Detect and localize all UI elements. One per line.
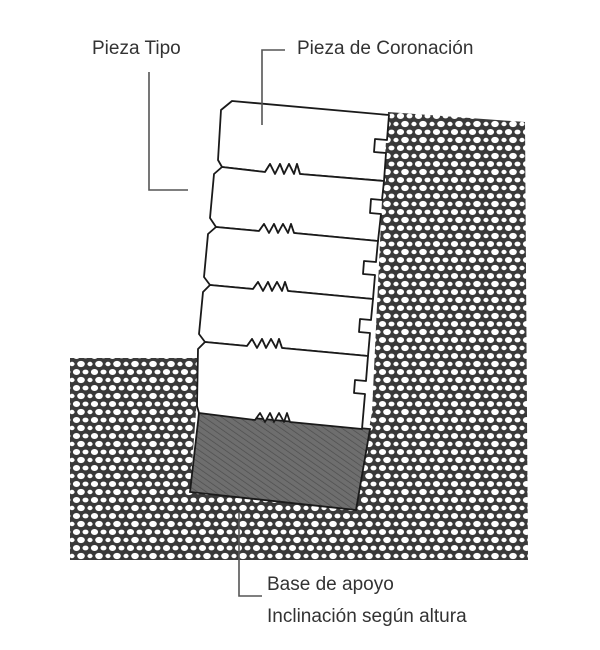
label-inclination: Inclinación según altura (267, 606, 467, 627)
typical-block-5 (196, 338, 369, 430)
wall-blocks (196, 100, 390, 430)
base-leader (238, 512, 262, 597)
label-crown-piece: Pieza de Coronación (297, 38, 473, 59)
label-typical-piece: Pieza Tipo (92, 38, 181, 59)
label-base: Base de apoyo (267, 574, 394, 595)
typical-piece-leader (148, 72, 188, 191)
crown-piece-leader (261, 49, 285, 125)
backfill-soil (70, 112, 528, 560)
